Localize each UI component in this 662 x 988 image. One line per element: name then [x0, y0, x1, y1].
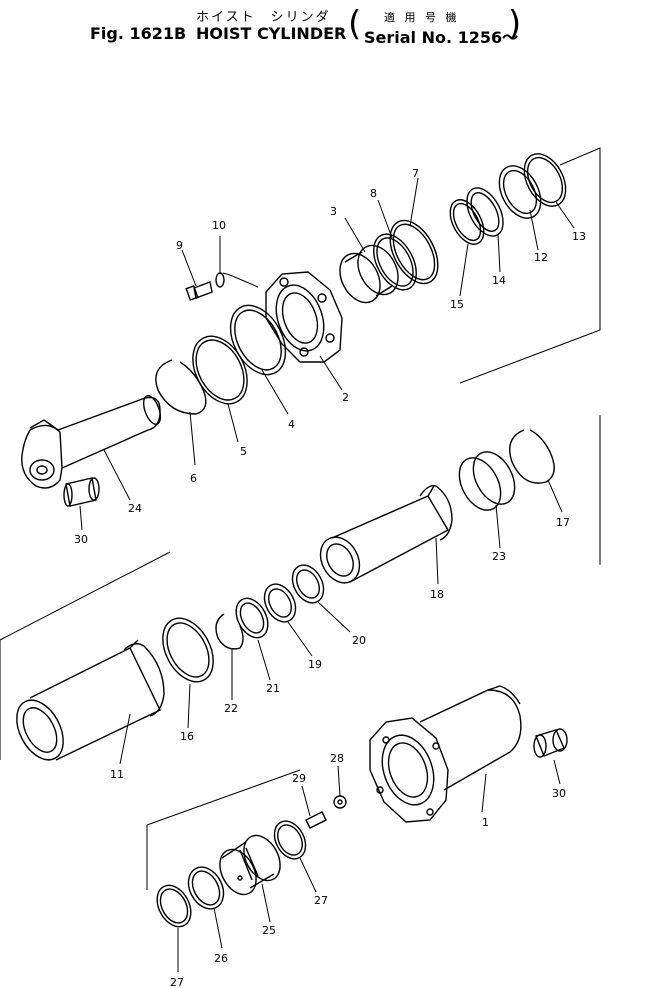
callout-10: 10: [212, 219, 226, 232]
bushing-part-3: [339, 244, 399, 304]
group-bracket-lines: [0, 147, 601, 890]
ring-part-19: [263, 583, 297, 623]
japanese-applicable-label: 適 用 号 機: [384, 11, 460, 24]
serial-number: Serial No. 1256～: [364, 28, 519, 47]
callout-27-left: 27: [170, 976, 184, 988]
callout-17: 17: [556, 516, 570, 529]
callout-14: 14: [492, 274, 506, 287]
close-paren: ): [508, 4, 522, 44]
bushing-part-30-left: [63, 477, 100, 507]
callout-5: 5: [240, 445, 247, 458]
callout-15: 15: [450, 298, 464, 311]
ring-part-4: [229, 304, 287, 376]
callout-21: 21: [266, 682, 280, 695]
ring-part-20: [291, 564, 325, 604]
o-ring-part-27-right: [273, 820, 307, 860]
callout-18: 18: [430, 588, 444, 601]
callout-12: 12: [534, 251, 548, 264]
callout-16: 16: [180, 730, 194, 743]
ring-part-21: [235, 597, 269, 639]
callout-30-left: 30: [74, 533, 88, 546]
ring-part-5: [192, 335, 248, 405]
callout-4: 4: [288, 418, 295, 431]
inner-cylinder-part-18: [319, 485, 453, 584]
ring-part-16: [162, 617, 214, 683]
callout-13: 13: [572, 230, 586, 243]
callout-3: 3: [330, 205, 337, 218]
callout-20: 20: [352, 634, 366, 647]
callout-30-right: 30: [552, 787, 566, 800]
snap-ring-part-6: [155, 359, 207, 415]
callout-2: 2: [342, 391, 349, 404]
seal-part-14: [466, 187, 504, 237]
washer-part-10: [215, 272, 225, 288]
piston-rod-part-24: [21, 395, 162, 489]
nut-part-28: [333, 795, 347, 809]
callout-6: 6: [190, 472, 197, 485]
o-ring-part-27-left: [156, 884, 192, 928]
callout-29: 29: [292, 772, 306, 785]
leader-lines: [79, 177, 575, 972]
bolt-part-9: [185, 281, 213, 301]
o-ring-part-7: [389, 219, 439, 285]
ring-part-15: [449, 199, 485, 245]
cylinder-tube-part-1: [369, 685, 522, 823]
callout-11: 11: [110, 768, 124, 781]
callout-9: 9: [176, 239, 183, 252]
outer-cylinder-part-11: [16, 639, 165, 761]
callout-1: 1: [482, 816, 489, 829]
cylinder-head-part-2: [265, 271, 343, 363]
set-screw-part-29: [305, 811, 327, 829]
piston-part-25: [219, 834, 281, 896]
callout-19: 19: [308, 658, 322, 671]
callout-25: 25: [262, 924, 276, 937]
ring-part-23: [458, 451, 516, 511]
snap-ring-part-22: [215, 613, 244, 650]
callout-28: 28: [330, 752, 344, 765]
open-paren: (: [348, 4, 362, 44]
bushing-part-30-right: [533, 728, 568, 758]
ring-part-8: [373, 233, 417, 291]
diagram-title: HOIST CYLINDER: [196, 24, 347, 43]
figure-number: Fig. 1621B: [90, 24, 187, 43]
callout-22: 22: [224, 702, 238, 715]
ring-part-12: [498, 165, 542, 219]
ring-part-26: [187, 866, 225, 910]
callout-numbers: 1 2 3 4 5 6 7 8 9 10 11 12 13 14 15 16 1…: [74, 167, 586, 988]
callout-27-right: 27: [314, 894, 328, 907]
callout-26: 26: [214, 952, 228, 965]
callout-7: 7: [412, 167, 419, 180]
ring-part-13: [523, 153, 567, 207]
japanese-title: ホイスト シリンダ: [196, 10, 331, 25]
callout-8: 8: [370, 187, 377, 200]
callout-24: 24: [128, 502, 142, 515]
callout-23: 23: [492, 550, 506, 563]
snap-ring-part-17: [509, 429, 555, 484]
